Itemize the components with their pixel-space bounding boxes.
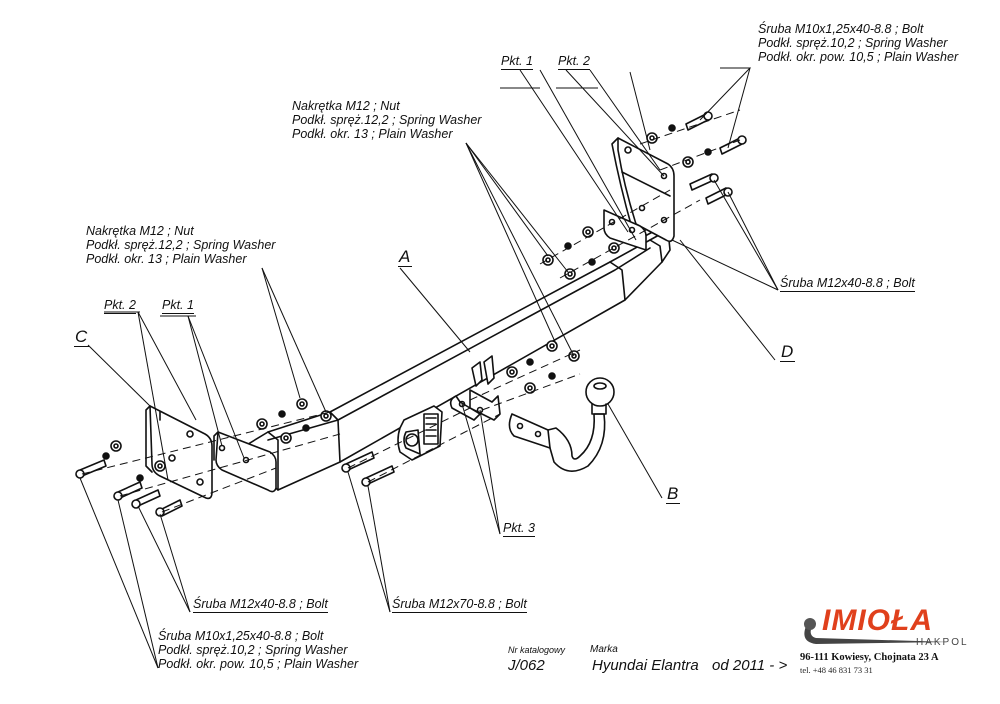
make-value: Hyundai Elantra	[592, 657, 699, 674]
callout-line: Nakrętka M12 ; Nut	[86, 224, 194, 238]
company-phone: tel. +48 46 831 73 31	[800, 665, 873, 675]
callout-line: Podkł. okr. 13 ; Plain Washer	[86, 252, 247, 266]
assembly-center-lines	[81, 109, 741, 513]
catalog-label: Nr katalogowy	[508, 645, 566, 655]
catalog-number: J/062	[508, 657, 545, 674]
washers-nuts-center	[506, 226, 620, 394]
label-pkt-3: Pkt. 3	[503, 521, 535, 537]
callout-line: Podkł. spręż.10,2 ; Spring Washer	[758, 36, 948, 50]
leader-lines	[79, 67, 779, 669]
callout-top-right-bolt: Śruba M10x1,25x40-8.8 ; Bolt Podkł. sprę…	[758, 22, 958, 64]
bracket-left-inner	[213, 431, 277, 493]
company-address: 96-111 Kowiesy, Chojnata 23 A	[800, 652, 939, 663]
label-pkt-left-1: Pkt. 1	[162, 298, 194, 314]
part-label-a: A	[398, 247, 413, 267]
bolts-left	[75, 440, 183, 517]
tow-ball-b	[508, 377, 615, 472]
part-label-d: D	[780, 342, 796, 362]
company-logo-text: IMIOŁA	[822, 604, 933, 637]
washers-nuts-left	[256, 398, 332, 444]
label-pkt-left-2: Pkt. 2	[104, 298, 136, 314]
callout-line: Śruba M10x1,25x40-8.8 ; Bolt	[758, 22, 924, 36]
callout-line: Podkł. okr. pow. 10,5 ; Plain Washer	[158, 657, 359, 671]
label-pkt-top-2: Pkt. 2	[558, 54, 590, 70]
callout-right-bolt-m12x40: Śruba M12x40-8.8 ; Bolt	[780, 276, 915, 292]
callout-bottom-left-bolt: Śruba M10x1,25x40-8.8 ; Bolt Podkł. sprę…	[158, 629, 358, 671]
label-pkt-top-1: Pkt. 1	[501, 54, 533, 70]
callout-line: Nakrętka M12 ; Nut	[292, 99, 400, 113]
callout-line: Podkł. spręż.10,2 ; Spring Washer	[158, 643, 348, 657]
callout-line: Podkł. okr. 13 ; Plain Washer	[292, 127, 453, 141]
make-label: Marka	[590, 644, 618, 655]
part-label-c: C	[74, 327, 90, 347]
callout-line: Podkł. okr. pow. 10,5 ; Plain Washer	[758, 50, 959, 64]
company-logo-swoosh	[804, 618, 950, 644]
part-label-b: B	[666, 484, 681, 504]
callout-line: Podkł. spręż.12,2 ; Spring Washer	[86, 238, 276, 252]
callout-line: Podkł. spręż.12,2 ; Spring Washer	[292, 113, 482, 127]
year-range: od 2011 - >	[712, 657, 788, 674]
callout-left-nut: Nakrętka M12 ; Nut Podkł. spręż.12,2 ; S…	[86, 224, 275, 266]
center-mount-lugs	[449, 355, 501, 421]
bracket-c-plate	[145, 405, 213, 500]
callout-top-center-nut: Nakrętka M12 ; Nut Podkł. spręż.12,2 ; S…	[292, 99, 481, 141]
company-logo-subtext: HAKPOL	[916, 637, 969, 648]
crossbar-a	[234, 225, 671, 491]
callout-bottom-bolt-m12x70: Śruba M12x70-8.8 ; Bolt	[392, 597, 527, 613]
callout-line: Śruba M10x1,25x40-8.8 ; Bolt	[158, 629, 324, 643]
callout-bottom-bolt-m12x40: Śruba M12x40-8.8 ; Bolt	[193, 597, 328, 613]
